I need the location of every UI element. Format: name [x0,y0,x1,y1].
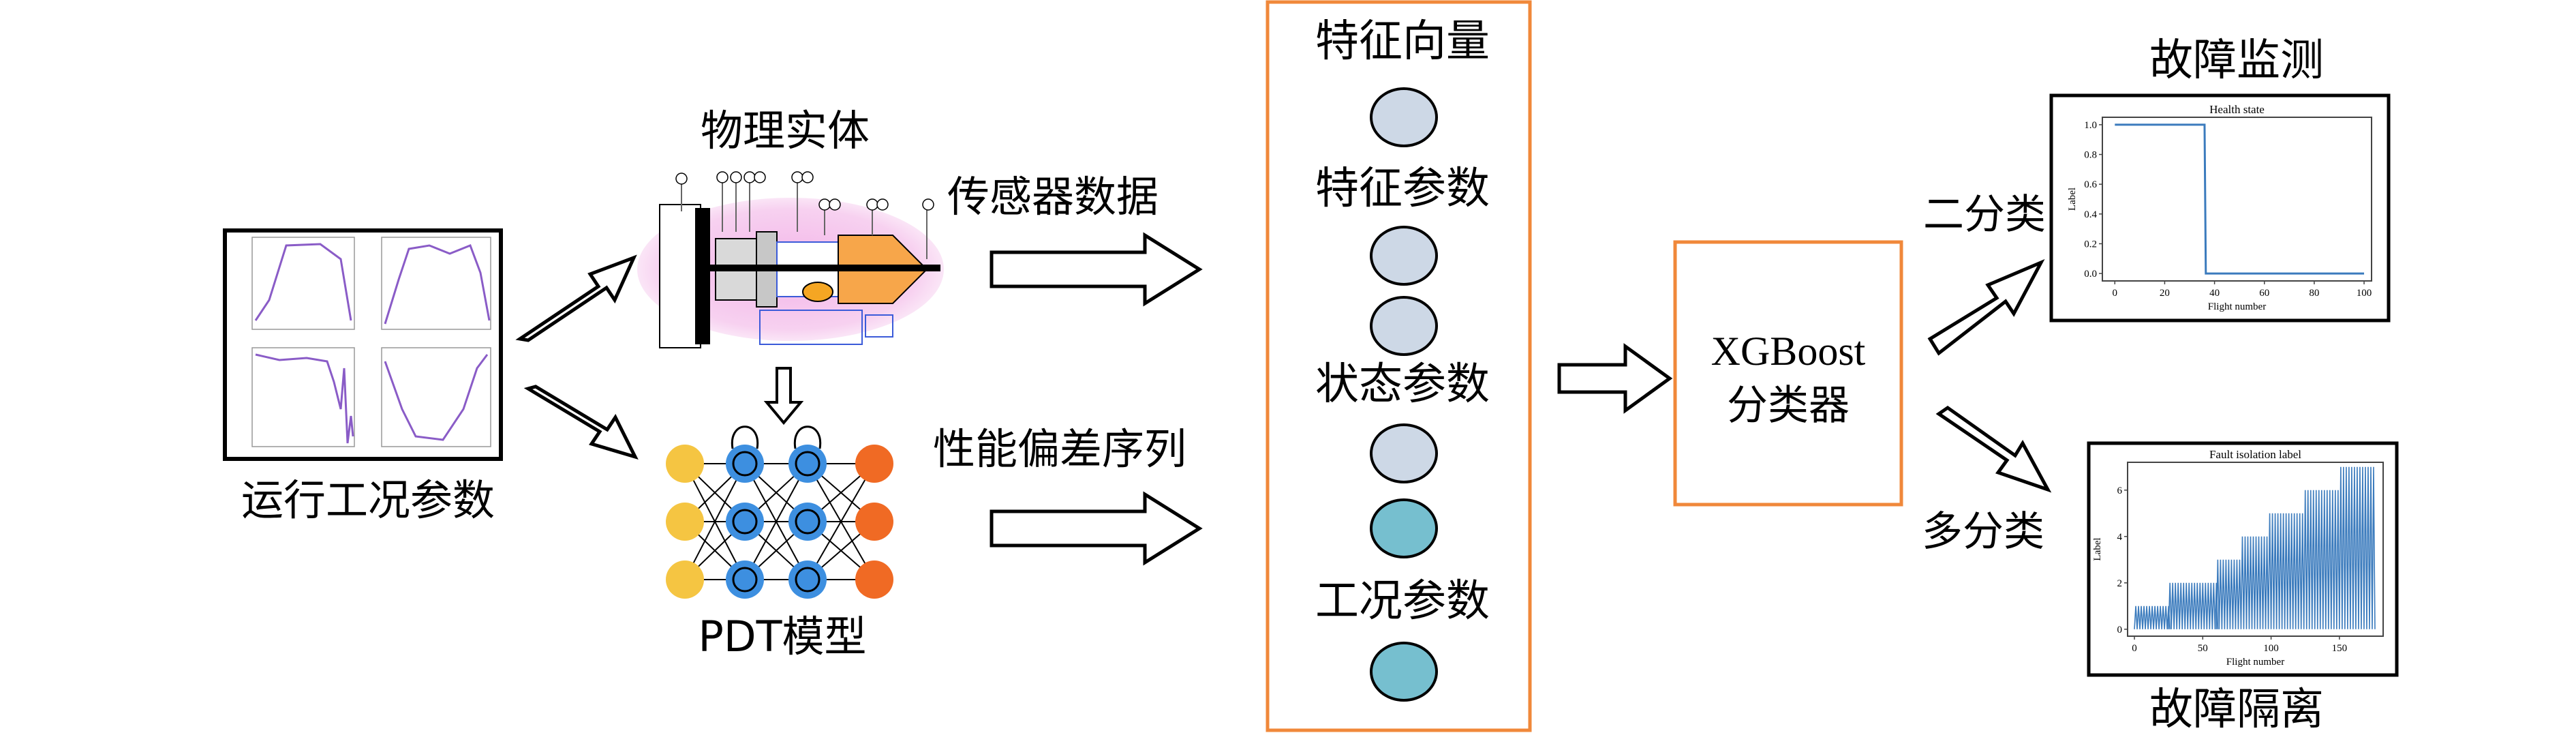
arrow-entity-to-model [763,367,804,425]
plot-grid-frame [223,228,503,461]
nn-node [666,560,704,599]
nn-connection [684,463,746,580]
chart-title: Fault isolation label [2209,448,2301,461]
y-tick-label: 6 [2117,485,2123,496]
feature-node-3 [1370,296,1438,356]
label-fault-isolation: 故障隔离 [2149,685,2324,733]
nn-connection [807,463,875,580]
label-feature-vector: 特征向量 [1315,16,1490,67]
feature-node-4 [1370,423,1438,483]
nn-node [726,445,764,483]
arrow-to-fault-isolation [1935,405,2052,493]
y-tick-label: 0.0 [2084,269,2097,280]
y-tick-label: 4 [2117,532,2123,543]
arrow-perf-deviation [990,491,1203,566]
neural-network-icon [666,425,893,599]
nn-node [855,445,893,483]
label-multi-class: 多分类 [1922,508,2044,556]
y-tick-label: 0.2 [2084,239,2097,250]
feature-node-1 [1370,87,1438,147]
nn-node-ring [795,567,821,593]
y-tick-label: 0 [2117,625,2123,635]
nn-node-ring [795,451,821,477]
y-tick-label: 0.4 [2084,209,2097,220]
y-axis-label: Label [2067,188,2078,211]
chart-frame [2049,93,2391,323]
arrow-to-classifier [1557,343,1673,414]
nn-node [666,503,704,541]
nn-node [666,445,704,483]
health-state-chart: Health state 0 20 40 60 80 100 0.0 0.2 0.4 0.6 0.8 1… [2049,93,2391,323]
x-tick-label: 60 [2259,288,2269,299]
label-state-params: 状态参数 [1315,359,1490,410]
y-tick-label: 1.0 [2084,120,2097,131]
feature-node-2 [1370,226,1438,286]
nn-recurrent-loop [731,425,759,449]
label-binary-class: 二分类 [1923,191,2046,239]
x-axis-label: Flight number [2226,657,2284,668]
nn-node-ring [795,509,821,535]
y-tick-label: 0.6 [2084,179,2097,190]
x-tick-label: 100 [2263,643,2279,654]
label-fault-monitoring: 故障监测 [2149,35,2324,86]
nn-node [788,560,827,599]
arrow-to-pdt-model [523,385,639,460]
plot-area [2102,117,2372,282]
nn-node [726,560,764,599]
label-pdt-model: PDT模型 [698,612,866,661]
x-tick-label: 0 [2132,643,2137,654]
nn-node [788,445,827,483]
x-tick-label: 40 [2209,288,2220,299]
nn-node-ring [732,451,758,477]
label-sensor-data: 传感器数据 [947,172,1159,222]
plot-area [2127,462,2384,637]
nn-node-ring [732,509,758,535]
nn-node [855,503,893,541]
chart-title: Health state [2209,103,2265,116]
mini-plot-1 [251,237,355,330]
fault-isolation-series [2134,466,2376,629]
arrow-sensor-data [990,232,1203,307]
condition-node-2 [1370,642,1438,702]
health-state-series [2115,123,2365,275]
label-condition-params: 工况参数 [1315,576,1490,627]
nn-node [855,560,893,599]
nn-node [726,503,764,541]
fault-isolation-chart: Fault isolation label 0 50 100 150 0 2 4 6Flight… [2087,441,2399,677]
label-feature-params: 特征参数 [1315,164,1490,214]
x-tick-label: 100 [2357,288,2372,299]
y-tick-label: 0.8 [2084,150,2097,161]
nn-node-ring [732,567,758,593]
mini-plot-2 [381,237,491,330]
nn-node [788,503,827,541]
xgboost-classifier-box [1673,240,1903,507]
x-tick-label: 80 [2309,288,2319,299]
operating-params-plots [223,228,503,461]
x-tick-label: 0 [2113,288,2118,299]
y-axis-label: Label [2092,537,2103,560]
x-tick-label: 150 [2332,643,2348,654]
x-tick-label: 50 [2198,643,2208,654]
label-classifier: 分类器 [1727,382,1850,430]
label-perf-deviation: 性能偏差序列 [933,424,1186,474]
nn-connection [744,463,808,580]
mini-plot-3 [251,347,355,447]
y-tick-label: 2 [2117,578,2123,589]
feature-vector-box [1266,0,1532,732]
label-physical-entity: 物理实体 [701,106,870,155]
arrow-to-physical-entity [515,254,637,342]
x-axis-label: Flight number [2208,301,2266,312]
condition-node-1 [1370,498,1438,558]
arrow-to-fault-monitoring [1927,258,2045,356]
label-operating-params: 运行工况参数 [241,475,495,525]
label-classifier-name: XGBoost [1711,329,1866,374]
mini-plot-4 [381,347,491,447]
x-tick-label: 20 [2160,288,2170,299]
turbofan-engine-icon [637,171,944,348]
nn-recurrent-loop [793,425,822,449]
